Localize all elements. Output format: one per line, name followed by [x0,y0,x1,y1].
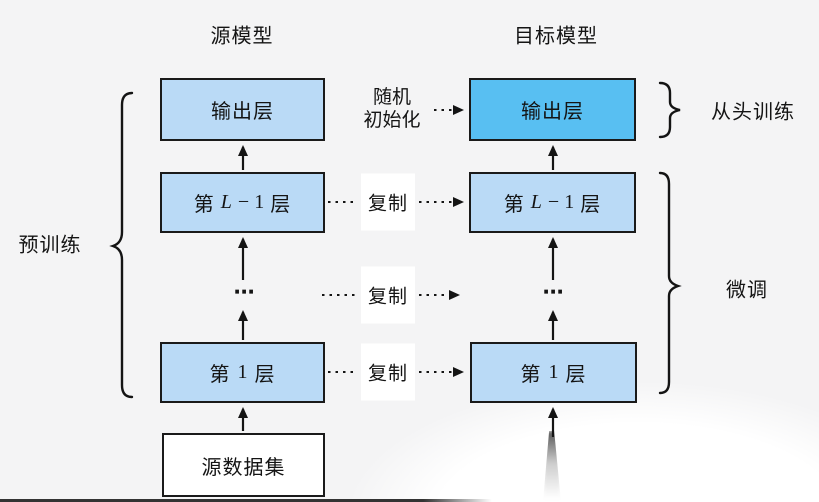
copy-label-1: 复制 [360,173,416,231]
finetune-label: 微调 [726,277,768,302]
target-output-layer-box: 输出层 [469,78,636,141]
target-model-title: 目标模型 [514,23,598,48]
pretrain-brace [109,91,134,399]
copy-label-2: 复制 [360,266,416,324]
source-model-title: 源模型 [210,23,274,48]
source-output-layer-box: 输出层 [160,78,325,141]
pretrain-label: 预训练 [18,232,82,257]
target-ellipsis: ⋯ [542,280,564,304]
random-init-label: 随机 初始化 [363,86,421,131]
source-dataset-box: 源数据集 [162,433,325,497]
finetune-brace [658,171,682,395]
bottom-edge-bar [0,499,492,502]
from-scratch-brace [658,81,681,139]
train-from-scratch-label: 从头训练 [711,99,795,124]
source-ellipsis: ⋯ [233,280,255,304]
dashed-copy-arrows [322,105,464,377]
copy-label-3: 复制 [360,343,416,401]
